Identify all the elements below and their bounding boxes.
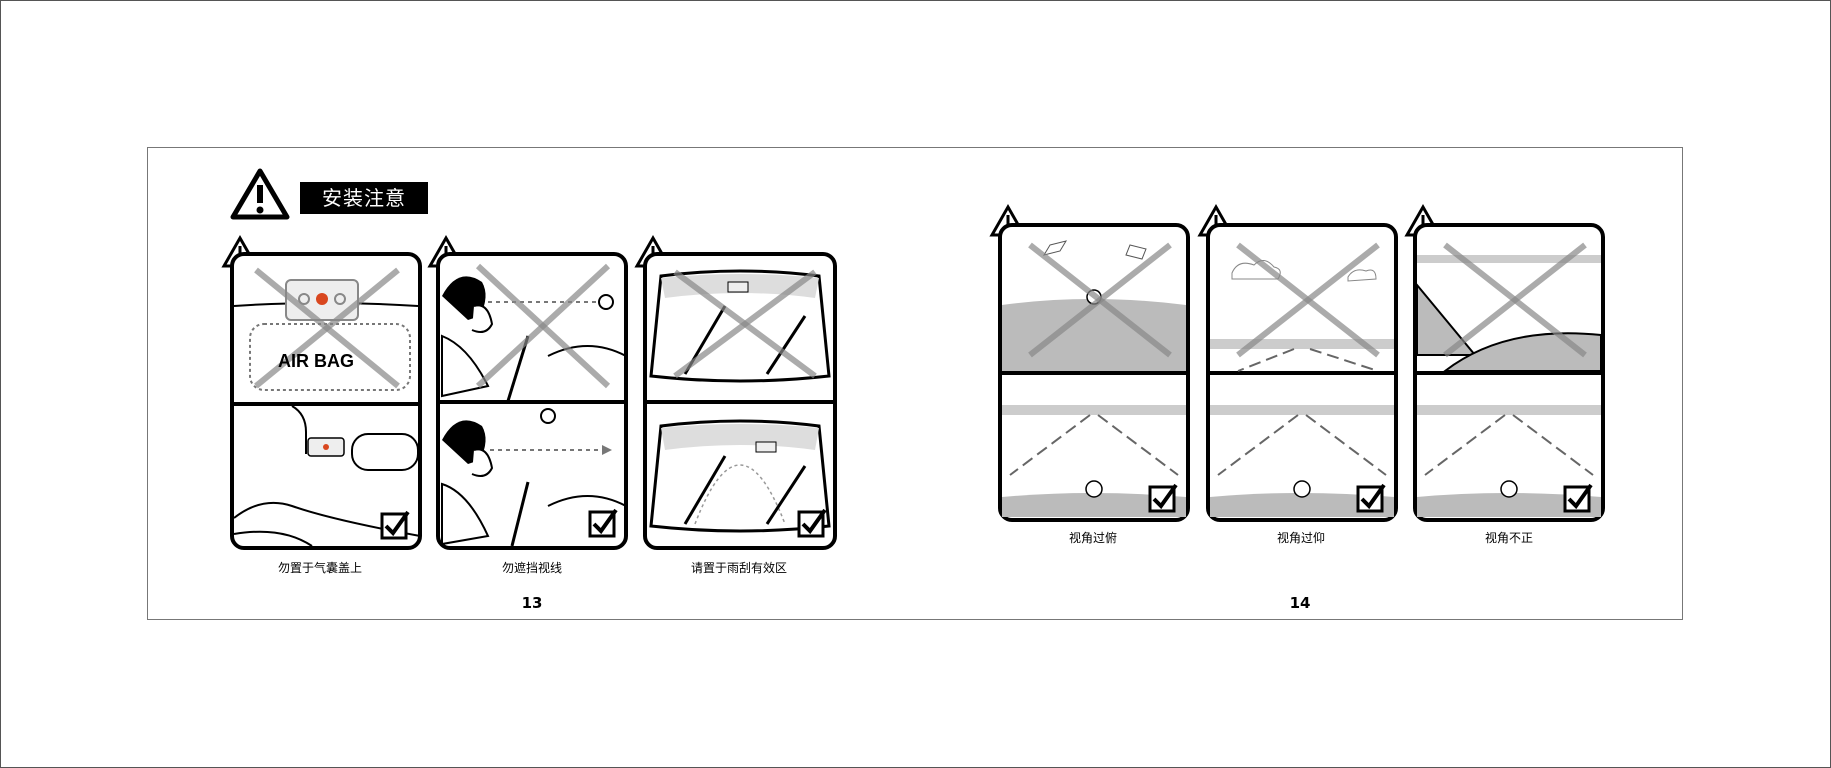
caption-angle-up: 视角过仰 — [1276, 531, 1325, 545]
caption-line-of-sight: 勿遮挡视线 — [501, 561, 562, 575]
page-number-14: 14 — [1289, 594, 1311, 612]
car-emblem-icon — [1085, 480, 1103, 498]
car-emblem-icon — [1293, 480, 1311, 498]
warning-triangle-icon — [230, 168, 290, 220]
caption-angle-down: 视角过俯 — [1068, 531, 1117, 545]
panel-line-of-sight — [427, 234, 628, 550]
section-title: 安装注意 — [300, 182, 428, 214]
panel-angle-down — [989, 203, 1190, 522]
car-emblem-icon — [1500, 480, 1518, 498]
airbag-label: AIR BAG — [278, 351, 354, 371]
panel-wiper-area — [634, 234, 837, 550]
caption-airbag: 勿置于气囊盖上 — [277, 561, 362, 575]
page-number-13: 13 — [521, 594, 543, 612]
panel-airbag — [221, 234, 422, 550]
caption-angle-tilted: 视角不正 — [1484, 531, 1533, 545]
panel-angle-up — [1197, 203, 1398, 522]
caption-wiper-area: 请置于雨刮有效区 — [690, 561, 787, 575]
panel-angle-tilted — [1404, 203, 1605, 522]
